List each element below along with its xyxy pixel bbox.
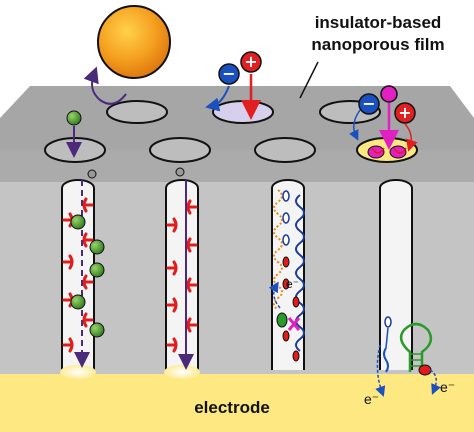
film-label-line1: insulator-based [315,13,442,32]
bound-targets [70,214,105,338]
nanopore-channel-2 [164,179,200,379]
pore-opening [356,137,418,163]
positive-ion-symbol: + [398,103,411,122]
dna-strands [273,189,305,352]
receptor-group-2 [166,199,198,353]
nanopore-channel-4 [379,179,413,370]
electron-label: e⁻ [364,391,379,407]
block-mark [287,317,301,331]
probe-strand [383,316,392,373]
positive-ion [240,51,262,73]
electron-transfer-arrow [429,369,441,395]
target-particle [66,110,82,126]
positive-ion [394,102,416,124]
anion-arrow [348,109,361,141]
receptor-group-1 [62,197,94,353]
target-particle [70,214,86,230]
nanopore-channel-1 [60,179,96,379]
pore-opening [106,100,168,124]
anion-arrow [205,85,230,112]
electron-transfer-arrow [268,281,281,309]
target-particle [89,262,105,278]
target-particle [89,239,105,255]
positive-ion-symbol: + [244,52,257,71]
target-particle [70,294,86,310]
cation-arrow [404,123,418,152]
electron-label: e⁻ [440,379,455,395]
recognition-cluster [367,145,407,159]
target-particle [89,322,105,338]
repel-arrow [83,66,127,105]
small-particle [87,169,97,179]
film-label-leader [299,61,319,99]
negative-ion [218,63,240,85]
electron-label: e⁻ [286,277,299,291]
small-particle [175,167,185,177]
pore-opening [254,137,316,163]
electrode-layer [0,372,474,432]
charged-particle [380,85,398,103]
negative-ion-symbol: − [362,94,375,113]
film-label-line2: nanoporous film [311,35,444,54]
pore-opening [212,100,274,124]
large-particle [97,5,171,79]
electrode-label: electrode [194,398,270,417]
negative-ion-symbol: − [222,64,235,83]
probe-markers [276,190,300,362]
pore-opening [149,137,211,163]
film-top-highlight [0,150,474,182]
negative-ion [358,93,380,115]
aptamer-hairpin [399,322,433,376]
